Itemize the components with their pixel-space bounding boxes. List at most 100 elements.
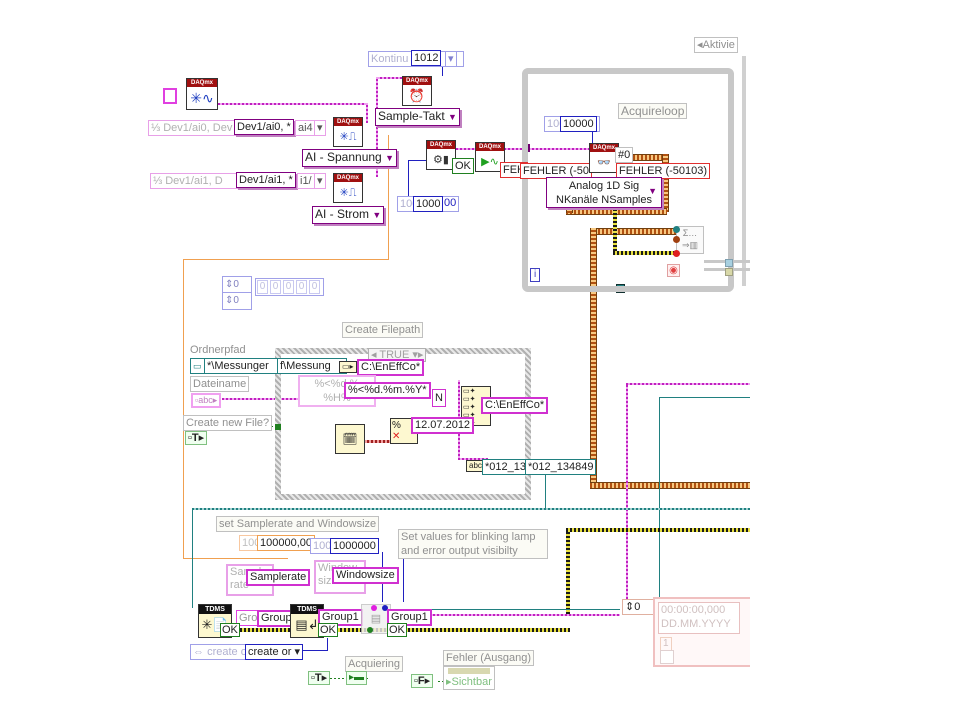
- samplerate-property[interactable]: Samplerate: [246, 569, 311, 586]
- folder-path-label: Ordnerpfad: [190, 344, 246, 356]
- array-index-0[interactable]: ⇕0: [223, 277, 251, 293]
- get-date-time-node[interactable]: 🗓: [335, 424, 365, 454]
- read-mode-selector[interactable]: Analog 1D Sig NKanäle NSamples ▼: [546, 177, 662, 208]
- bool-wire: [613, 251, 679, 255]
- samples-per-channel-tail: 00: [444, 197, 457, 209]
- error-output-label: Fehler (Ausgang): [443, 650, 534, 666]
- samplerate-constant[interactable]: 100000,00: [257, 535, 315, 551]
- brown-terminal: [673, 236, 680, 243]
- green-terminal: [367, 627, 373, 633]
- error-wire: [590, 228, 597, 488]
- sample-mode-constant[interactable]: 1012: [411, 50, 442, 66]
- group-wire: [425, 614, 620, 616]
- error-output-constant[interactable]: ▫F▸: [411, 674, 434, 688]
- read-mode-line2: NKanäle NSamples: [556, 194, 652, 206]
- samples-per-channel-constant[interactable]: 1000: [413, 196, 444, 212]
- folder-path-control[interactable]: *\Messunger: [204, 358, 280, 374]
- sample-clock-selector[interactable]: Sample-Takt ▼: [375, 108, 460, 126]
- path-output: C:\EnEffCo*: [481, 397, 549, 414]
- error-wire-bottom: [566, 528, 570, 614]
- read-mode-line1: Analog 1D Sig: [568, 180, 640, 192]
- merge-errors-node[interactable]: Σ…⇒▥: [676, 226, 704, 254]
- error-wire: [590, 228, 680, 235]
- open-mode-wire: [301, 650, 328, 651]
- tdms-ok-2: OK: [318, 623, 338, 637]
- daqmx-create-channel-voltage[interactable]: DAQmx ✳⎍: [333, 117, 363, 147]
- channel-constant-ai0[interactable]: Dev1/ai0, *: [234, 119, 294, 135]
- path-wire: [626, 383, 628, 603]
- task-ok-indicator: OK: [452, 158, 474, 174]
- read-mode-dropdown-icon: ▼: [648, 186, 657, 196]
- index-marker: #0: [615, 147, 634, 163]
- sample-mode-dropdown[interactable]: ▾: [445, 51, 457, 67]
- build-path-node[interactable]: ▭▸: [339, 361, 357, 373]
- samplerate-wire: [183, 259, 389, 260]
- channel-ghost-ai1: ⅓ Dev1/ai1, D: [150, 173, 246, 189]
- numeric-array-constant[interactable]: ⇕0 ⇕0: [222, 276, 252, 310]
- windowsize-wire: [403, 548, 404, 602]
- timestamp-array-element: [660, 650, 674, 664]
- error-wire-bottom: [566, 528, 750, 532]
- visible-property[interactable]: ▸Sichtbar: [446, 676, 492, 688]
- task-wire: [376, 77, 406, 79]
- windowsize-property[interactable]: Windowsize: [332, 567, 399, 584]
- path-constant[interactable]: C:\EnEffCo*: [357, 359, 425, 376]
- task-wire: [366, 103, 368, 123]
- top-right-label[interactable]: ◂Aktivie: [694, 37, 738, 53]
- sequence-wire: [192, 508, 750, 510]
- daqmx-read-node[interactable]: DAQmx 👓: [589, 143, 619, 173]
- teal-terminal: [673, 226, 680, 233]
- daqmx-header: DAQmx: [427, 141, 455, 149]
- group-constant[interactable]: Group: [257, 610, 296, 627]
- samples-wire: [408, 160, 409, 196]
- task-wire: [376, 77, 378, 177]
- daqmx-header: DAQmx: [403, 77, 431, 85]
- start-icon: ▶∿: [481, 156, 499, 168]
- open-mode-ghost: ⇔ create o: [190, 644, 256, 660]
- time-line: 00:00:00,000: [661, 604, 726, 616]
- error-output-property-node[interactable]: ▸Sichtbar: [443, 666, 495, 690]
- counter-control[interactable]: ⇕0: [622, 599, 658, 615]
- task-wire: [218, 103, 368, 105]
- tdms-header: TDMS: [291, 605, 323, 614]
- daqmx-create-task-node[interactable]: DAQmx ✳∿: [186, 78, 218, 110]
- group1-output-b: Group1: [387, 609, 432, 626]
- task-constant[interactable]: [163, 88, 177, 104]
- channel-constant-ai1[interactable]: Dev1/ai1, *: [236, 172, 296, 188]
- create-filepath-label: Create Filepath: [342, 322, 424, 338]
- blink-note: Set values for blinking lamp and error o…: [398, 529, 548, 559]
- samples-wire: [408, 160, 432, 161]
- array-element: 0: [257, 280, 268, 294]
- select-node[interactable]: N: [432, 389, 446, 407]
- filename-control[interactable]: ▫abc▸: [191, 393, 222, 408]
- ai-current-selector[interactable]: AI - Strom ▼: [312, 206, 385, 224]
- loop-tunnel-right: [725, 259, 733, 267]
- open-mode-wire: [327, 638, 328, 650]
- read-samples-constant[interactable]: 10000: [560, 116, 597, 132]
- blue-terminal: [382, 605, 388, 611]
- daqmx-timing-node[interactable]: DAQmx ⏰: [402, 76, 432, 106]
- settings-label: set Samplerate and Windowsize: [216, 516, 380, 532]
- array-element: 0: [283, 280, 294, 294]
- daqmx-task-control-node[interactable]: DAQmx ⚙▮: [426, 140, 456, 170]
- create-new-file-control[interactable]: ▫T▸: [185, 431, 208, 445]
- daqmx-create-channel-current[interactable]: DAQmx ✳⎍: [333, 173, 363, 203]
- loop-edge: [742, 56, 746, 286]
- stop-button-terminal[interactable]: ◉: [667, 264, 680, 277]
- acquiering-label: Acquiering: [345, 656, 403, 672]
- acquiering-constant[interactable]: ▫T▸: [308, 671, 331, 685]
- blink-note-line2: and error output visibilty: [401, 545, 518, 557]
- windowsize-constant[interactable]: 1000000: [330, 538, 379, 554]
- folder-path-icon: ▭: [190, 358, 205, 374]
- array-index-1[interactable]: ⇕0: [225, 295, 239, 306]
- acquiering-indicator: ▸▬: [346, 671, 368, 685]
- ai-voltage-selector[interactable]: AI - Spannung ▼: [302, 149, 397, 167]
- open-mode-constant[interactable]: create or ▾: [245, 644, 303, 660]
- daqmx-start-task-node[interactable]: DAQmx ▶∿: [475, 142, 505, 172]
- format-string-constant[interactable]: %<%d.%m.%Y*: [344, 382, 431, 399]
- channel-tail-ai1: i1/: [297, 173, 315, 189]
- filename-wire: [659, 397, 660, 597]
- channel-dropdown-ai1[interactable]: ▾: [314, 173, 326, 189]
- channel-dropdown-ai0[interactable]: ▾: [314, 120, 326, 136]
- timestamp-index[interactable]: 1: [660, 637, 672, 651]
